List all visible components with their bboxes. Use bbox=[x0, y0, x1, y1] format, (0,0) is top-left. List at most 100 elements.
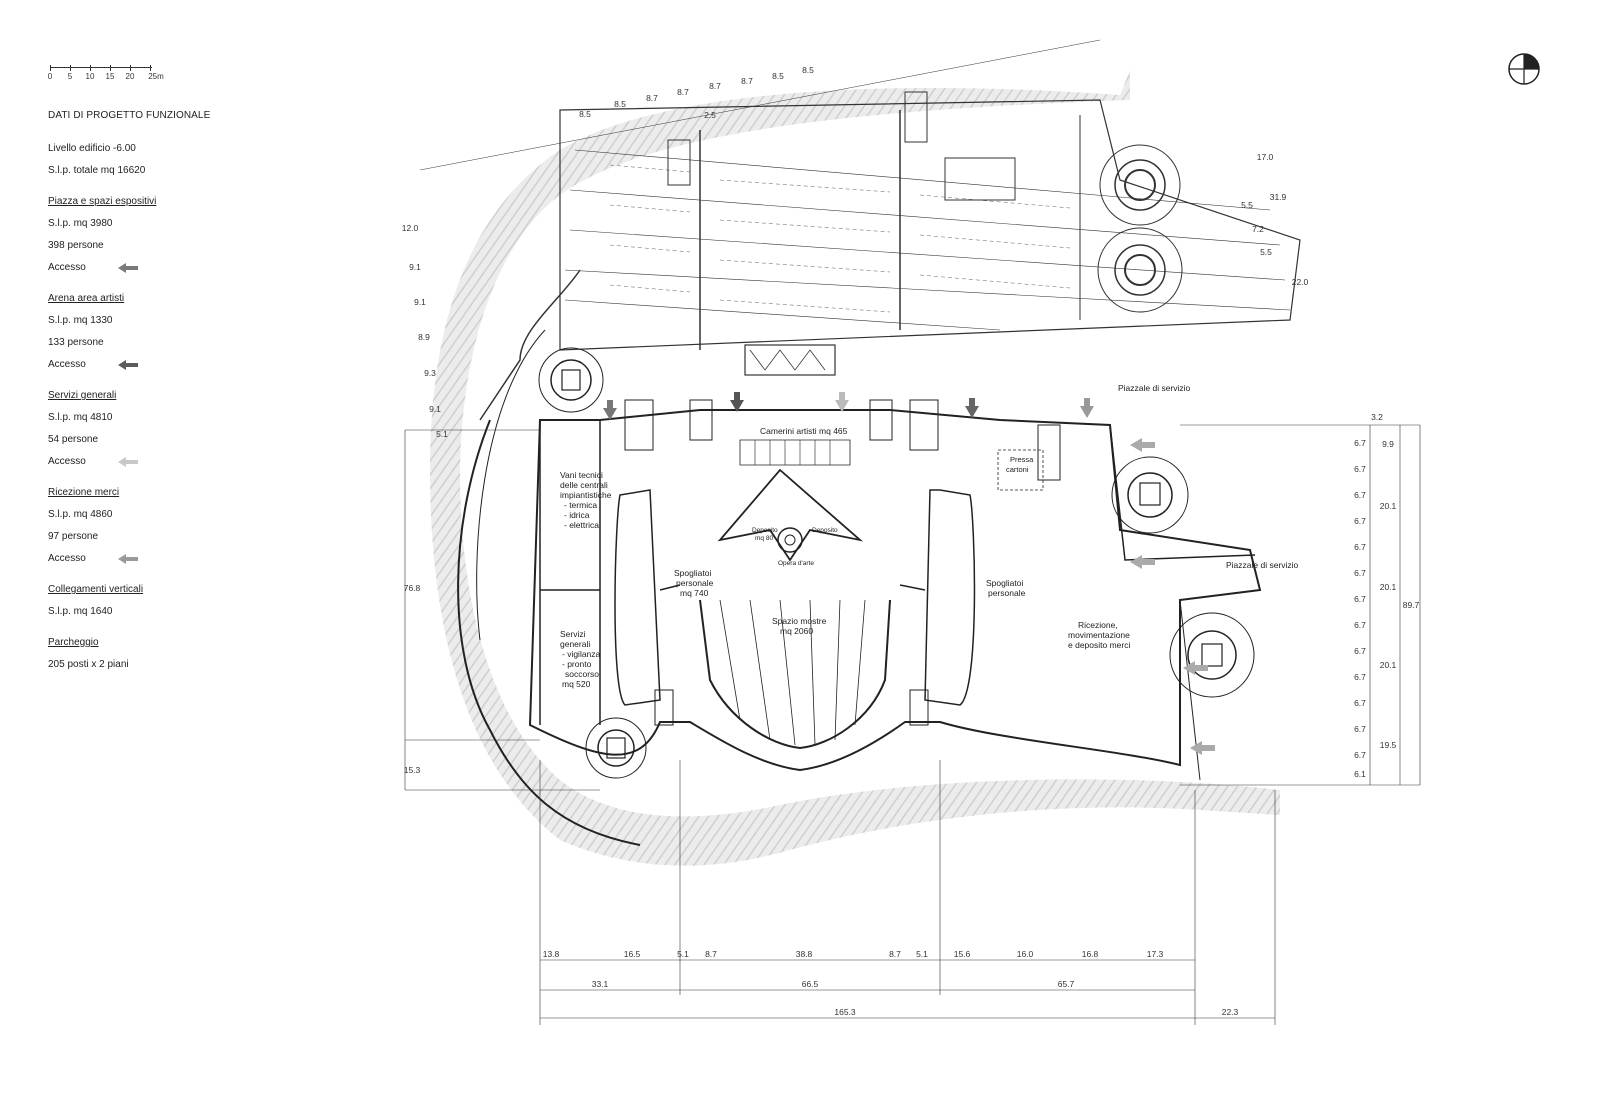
dim-right: 6.7 bbox=[1354, 672, 1366, 682]
access-row: Accesso bbox=[48, 456, 138, 467]
room-label-spogliatoi-right: personale bbox=[988, 588, 1026, 598]
section-persons: 398 persone bbox=[48, 240, 104, 251]
dim-right: 6.7 bbox=[1354, 594, 1366, 604]
section-slp: S.l.p. mq 1330 bbox=[48, 315, 113, 326]
dim-right: 6.7 bbox=[1354, 646, 1366, 656]
dim-bottom: 15.6 bbox=[954, 949, 971, 959]
dim-right: 6.7 bbox=[1354, 464, 1366, 474]
dim-parking-top: 8.5 bbox=[802, 65, 814, 75]
room-label-ricezione: e deposito merci bbox=[1068, 640, 1130, 650]
access-label: Accesso bbox=[48, 359, 86, 370]
room-label-spogliatoi-left: personale bbox=[676, 578, 714, 588]
access-row: Accesso bbox=[48, 553, 138, 564]
dimension-lines bbox=[404, 424, 1421, 1025]
room-label-deposito: mq 80 bbox=[755, 535, 773, 542]
dim-bottom: 13.8 bbox=[543, 949, 560, 959]
dim-parking-left: 12.0 bbox=[402, 223, 419, 233]
access-label: Accesso bbox=[48, 456, 86, 467]
section-slp: S.l.p. mq 1640 bbox=[48, 606, 113, 617]
dim-parking-top: 8.5 bbox=[772, 71, 784, 81]
dim-parking-left: 9.3 bbox=[424, 368, 436, 378]
scale-tick-label: 25m bbox=[148, 72, 164, 81]
dim-parking-top: 8.7 bbox=[709, 81, 721, 91]
dim-right: 6.7 bbox=[1354, 698, 1366, 708]
legend-panel: 0 5 10 15 20 25m DATI DI PROGETTO FUNZIO… bbox=[48, 62, 248, 670]
dim-right: 6.7 bbox=[1354, 620, 1366, 630]
dim-right: 6.7 bbox=[1354, 724, 1366, 734]
dim-bottom-group: 66.5 bbox=[802, 979, 819, 989]
dim-bottom-group: 65.7 bbox=[1058, 979, 1075, 989]
dim-bottom: 16.5 bbox=[624, 949, 641, 959]
dim-right: 6.7 bbox=[1354, 568, 1366, 578]
room-label-vani: - termica bbox=[564, 500, 597, 510]
access-row: Accesso bbox=[48, 262, 138, 273]
room-label-spazio-mostre: Spazio mostre bbox=[772, 616, 827, 626]
dim-right: 6.7 bbox=[1354, 542, 1366, 552]
dim-right-mid: 9.9 bbox=[1382, 439, 1394, 449]
room-label-spogliatoi-left: Spogliatoi bbox=[674, 568, 711, 578]
dim-parking-left: 9.1 bbox=[429, 404, 441, 414]
dim-right: 3.2 bbox=[1371, 412, 1383, 422]
dim-parking-left: 9.1 bbox=[409, 262, 421, 272]
dim-parking-top: 8.7 bbox=[646, 93, 658, 103]
landscape-hatch bbox=[430, 70, 1280, 866]
dim-parking-top: 8.5 bbox=[614, 99, 626, 109]
section-slp: S.l.p. mq 4810 bbox=[48, 412, 113, 423]
access-arrow-icon bbox=[118, 456, 138, 467]
dim-parking-top: 8.5 bbox=[579, 109, 591, 119]
stair-cores bbox=[538, 347, 1255, 779]
room-label-servizi: soccorso bbox=[565, 669, 599, 679]
dim-bottom-group: 33.1 bbox=[592, 979, 609, 989]
room-label-vani: - idrica bbox=[564, 510, 590, 520]
scale-tick-label: 20 bbox=[125, 72, 135, 81]
dim-bottom: 38.8 bbox=[796, 949, 813, 959]
scale-bar: 0 5 10 15 20 25m bbox=[48, 62, 168, 84]
room-label-ricezione: movimentazione bbox=[1068, 630, 1130, 640]
room-label-vani: - elettrica bbox=[564, 520, 599, 530]
dim-left: 15.3 bbox=[404, 765, 421, 775]
scale-tick-label: 10 bbox=[85, 72, 95, 81]
section-slp: S.l.p. mq 4860 bbox=[48, 509, 113, 520]
section-slp: S.l.p. mq 3980 bbox=[48, 218, 113, 229]
room-label-spogliatoi-right: Spogliatoi bbox=[986, 578, 1023, 588]
legend-level: Livello edificio -6.00 bbox=[48, 143, 136, 154]
dim-right: 6.7 bbox=[1354, 438, 1366, 448]
section-heading-ricezione: Ricezione merci bbox=[48, 487, 120, 498]
dim-parking-right: 17.0 bbox=[1257, 152, 1274, 162]
section-heading-collegamenti: Collegamenti verticali bbox=[48, 584, 144, 595]
dim-right-mid: 20.1 bbox=[1380, 660, 1397, 670]
parking-wing bbox=[419, 39, 1301, 421]
section-heading-piazza: Piazza e spazi espositivi bbox=[48, 196, 157, 207]
dim-parking-top: 2.5 bbox=[704, 110, 716, 120]
room-label-servizi: mq 520 bbox=[562, 679, 591, 689]
legend-title: DATI DI PROGETTO FUNZIONALE bbox=[48, 110, 211, 121]
dim-parking-right: 5.5 bbox=[1260, 247, 1272, 257]
dimension-numbers: 13.8 16.5 5.1 8.7 38.8 8.7 5.1 15.6 16.0… bbox=[402, 65, 1420, 1017]
room-label-pressa: cartoni bbox=[1006, 465, 1029, 474]
dim-bottom: 17.3 bbox=[1147, 949, 1164, 959]
room-label-spogliatoi-left: mq 740 bbox=[680, 588, 709, 598]
room-label-servizi: Servizi bbox=[560, 629, 586, 639]
scale-tick-label: 0 bbox=[47, 72, 53, 81]
room-label-servizi: generali bbox=[560, 639, 590, 649]
access-arrow-icon bbox=[118, 359, 138, 370]
section-heading-parcheggio: Parcheggio bbox=[48, 637, 99, 648]
dim-left: 76.8 bbox=[404, 583, 421, 593]
dim-parking-right: 7.2 bbox=[1252, 224, 1264, 234]
north-arrow-icon bbox=[1508, 53, 1540, 85]
dim-right: 6.7 bbox=[1354, 490, 1366, 500]
dim-bottom-extra: 22.3 bbox=[1222, 1007, 1239, 1017]
dim-bottom: 8.7 bbox=[705, 949, 717, 959]
dim-bottom: 16.8 bbox=[1082, 949, 1099, 959]
dim-right-mid: 19.5 bbox=[1380, 740, 1397, 750]
dim-right: 6.7 bbox=[1354, 750, 1366, 760]
access-arrow-icon bbox=[118, 262, 138, 273]
dim-right-mid: 20.1 bbox=[1380, 501, 1397, 511]
room-label-vani: impiantistiche bbox=[560, 490, 612, 500]
access-row: Accesso bbox=[48, 359, 138, 370]
section-heading-servizi: Servizi generali bbox=[48, 390, 117, 401]
scale-bar-line bbox=[50, 67, 152, 72]
scale-tick-label: 5 bbox=[67, 72, 73, 81]
scale-tick-label: 15 bbox=[105, 72, 115, 81]
